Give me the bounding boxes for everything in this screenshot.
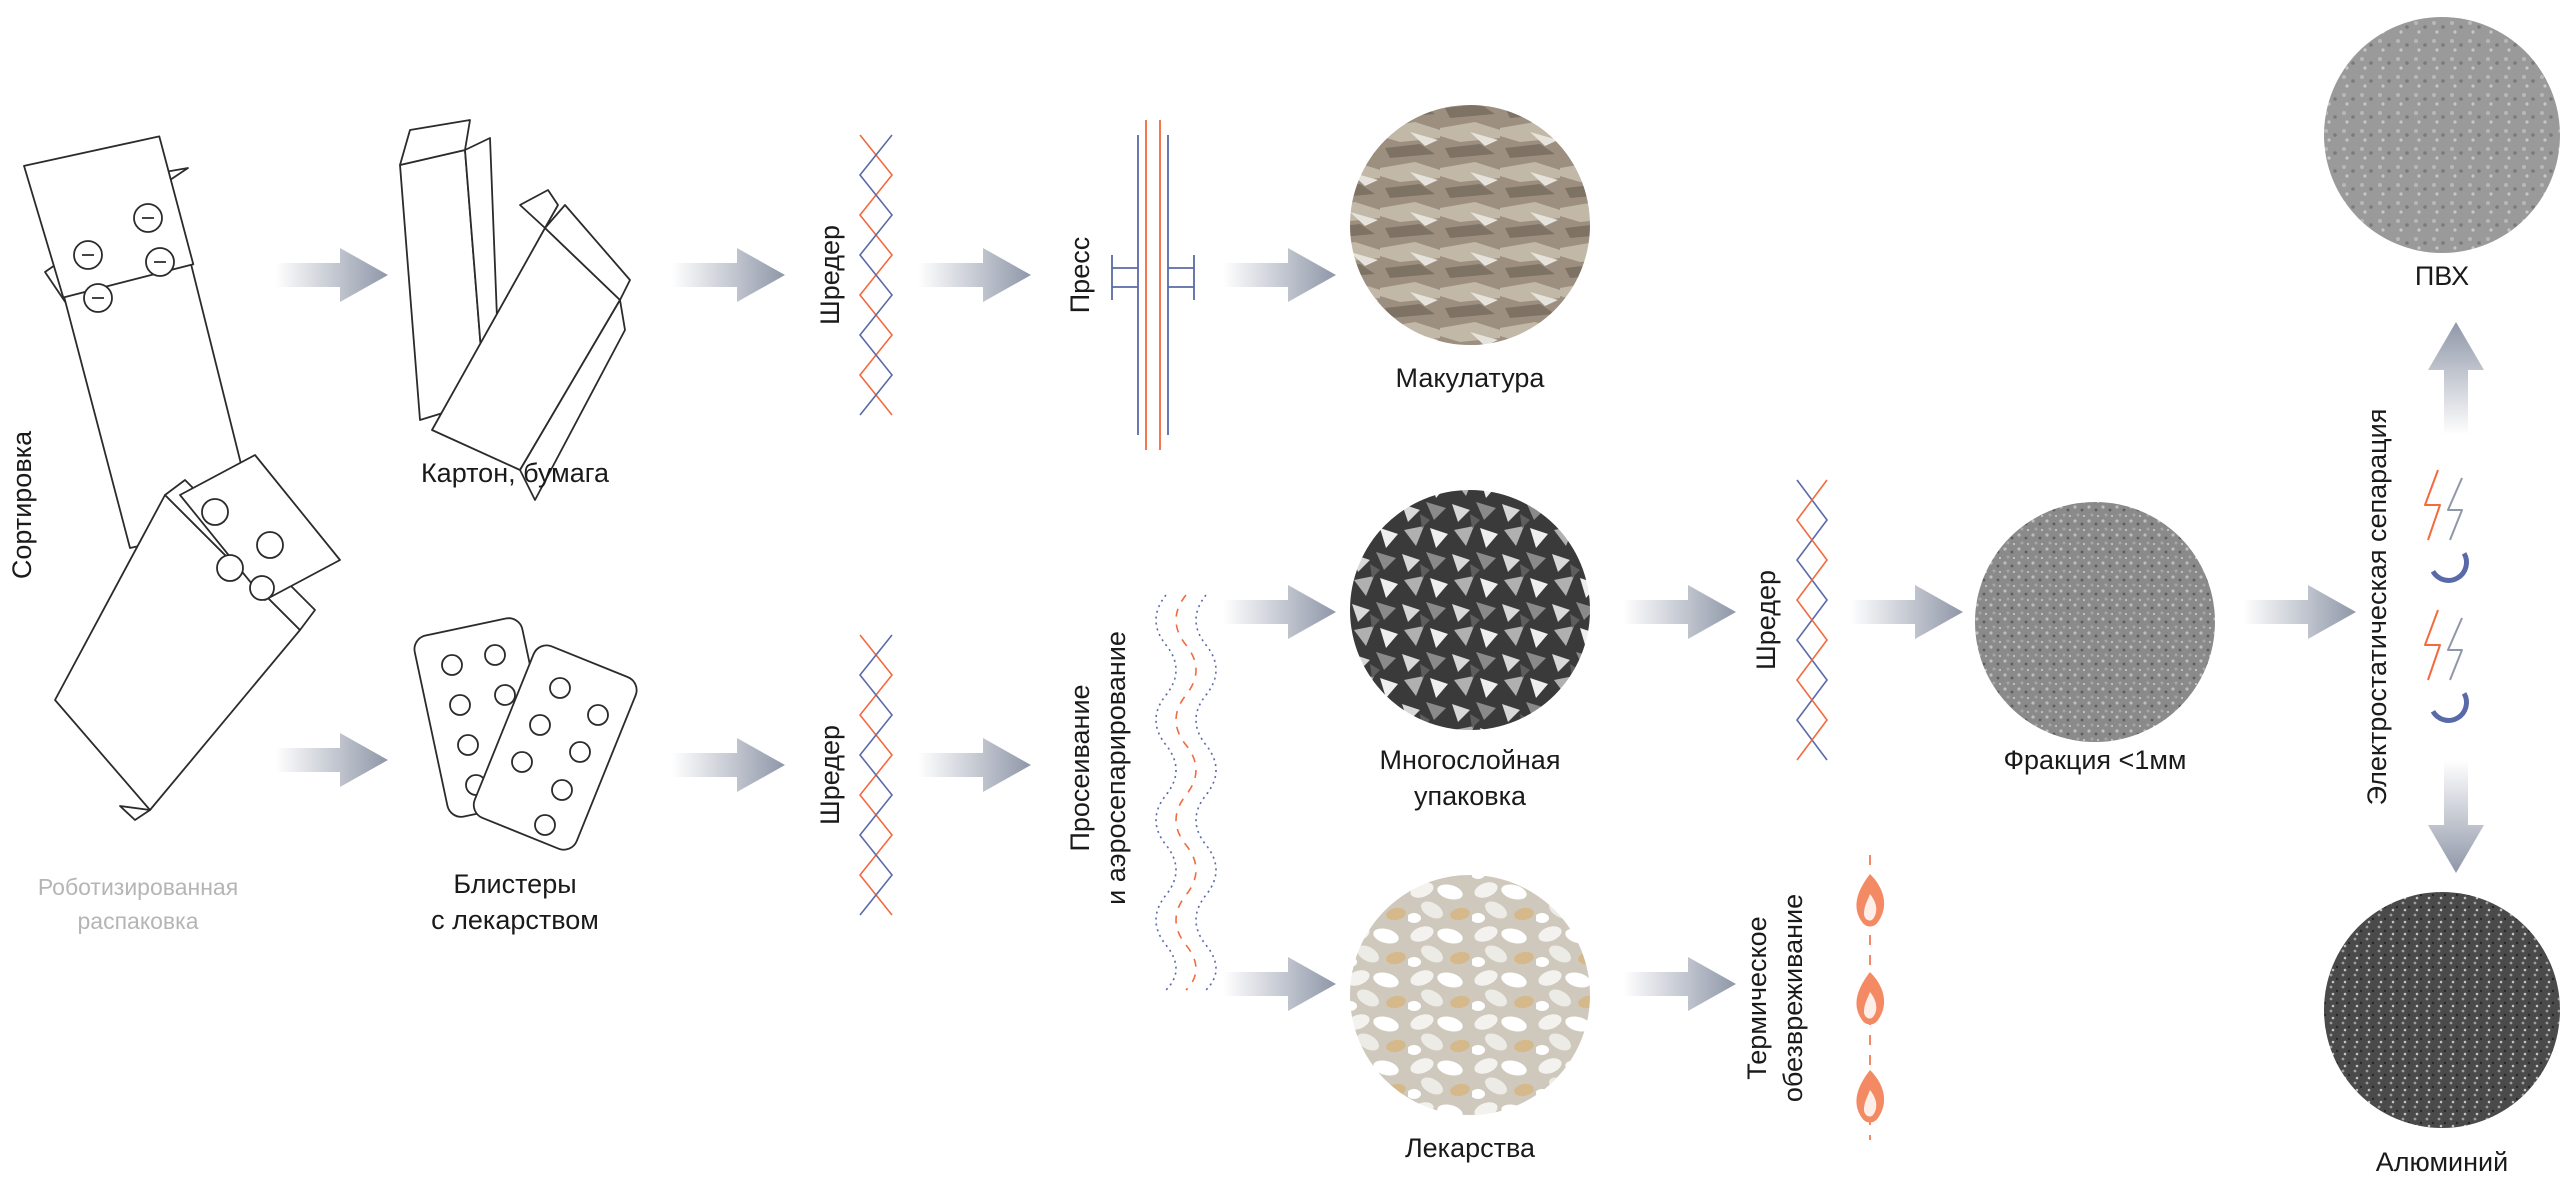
flow-arrows bbox=[275, 248, 2356, 1011]
arrow-right-icon bbox=[275, 733, 388, 787]
arrow-right-icon bbox=[918, 248, 1031, 302]
lightning-icon bbox=[2424, 609, 2463, 681]
arrow-right-icon bbox=[1223, 248, 1336, 302]
aluminium-photo bbox=[2324, 892, 2560, 1128]
shredder-label-top: Шредер bbox=[815, 225, 845, 325]
wastepaper-photo bbox=[1350, 105, 1590, 345]
shredder-label-middle: Шредер bbox=[815, 725, 845, 825]
flame-icon bbox=[1856, 972, 1885, 1025]
robot-unpacking-label: Роботизированная распаковка bbox=[37, 874, 239, 934]
arrow-right-icon bbox=[1623, 957, 1736, 1011]
press-icon bbox=[1111, 120, 1195, 450]
blisters-label: Блистеры с лекарством bbox=[431, 869, 599, 935]
medicine-box-illustration-top bbox=[23, 135, 256, 549]
shredder-label-right: Шредер bbox=[1751, 570, 1781, 670]
arrow-right-icon bbox=[672, 738, 785, 792]
medicine-box-illustration-bottom bbox=[54, 454, 341, 821]
sieving-label: Просеивание и аэросепарирование bbox=[1065, 631, 1131, 905]
flame-icon bbox=[1856, 1070, 1885, 1123]
multilayer-packaging-photo bbox=[1350, 490, 1590, 730]
cardboard-paper-label: Картон, бумага bbox=[420, 458, 610, 488]
wastepaper-label: Макулатура bbox=[1395, 363, 1545, 393]
arrow-right-icon bbox=[1223, 585, 1336, 639]
electrostatic-separation-label: Электростатическая сепарация bbox=[2362, 408, 2392, 806]
multilayer-packaging-label: Многослойная упаковка bbox=[1379, 745, 1561, 811]
arrow-right-icon bbox=[1623, 585, 1736, 639]
magnet-icon bbox=[2430, 552, 2469, 583]
fraction-label: Фракция <1мм bbox=[2003, 745, 2187, 775]
press-label: Пресс bbox=[1065, 236, 1095, 314]
shredder-icon bbox=[1796, 479, 1828, 761]
magnet-icon bbox=[2430, 692, 2469, 723]
fraction-photo bbox=[1975, 502, 2215, 742]
arrow-right-icon bbox=[275, 248, 388, 302]
arrow-right-icon bbox=[1850, 585, 1963, 639]
medicines-label: Лекарства bbox=[1404, 1133, 1536, 1163]
arrow-up-icon bbox=[2428, 322, 2484, 435]
sorting-label: Сортировка bbox=[7, 430, 37, 580]
thermal-treatment-label: Термическое обезвреживание bbox=[1742, 893, 1808, 1103]
arrow-right-icon bbox=[2243, 585, 2356, 639]
flame-icon bbox=[1856, 874, 1885, 927]
aluminium-label: Алюминий bbox=[2375, 1147, 2509, 1177]
arrow-right-icon bbox=[918, 738, 1031, 792]
lightning-icon bbox=[2424, 469, 2463, 541]
sieve-icon bbox=[1155, 594, 1217, 991]
pvc-label: ПВХ bbox=[2414, 261, 2470, 291]
pvc-photo bbox=[2324, 17, 2560, 253]
arrow-down-icon bbox=[2428, 760, 2484, 873]
blister-pack-illustration bbox=[413, 617, 638, 851]
arrow-right-icon bbox=[1223, 957, 1336, 1011]
arrow-right-icon bbox=[672, 248, 785, 302]
shredder-icon bbox=[858, 134, 894, 416]
medicines-photo bbox=[1350, 875, 1590, 1115]
cardboard-box-illustration bbox=[399, 119, 631, 501]
shredder-icon bbox=[858, 634, 894, 916]
